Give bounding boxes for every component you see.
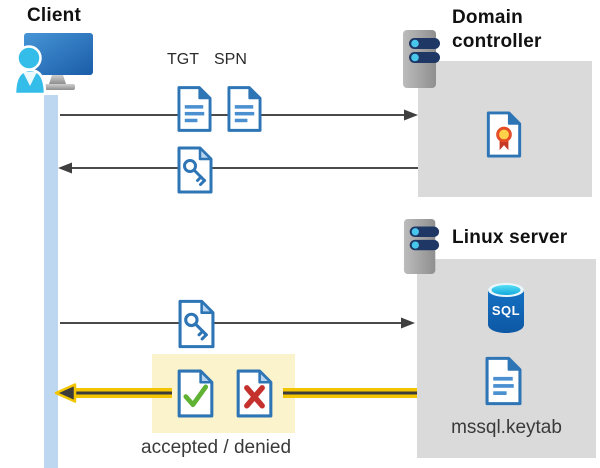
key-document-icon bbox=[177, 146, 213, 194]
domain-controller-label: Domain controller bbox=[452, 7, 542, 53]
certificate-document-icon bbox=[486, 111, 522, 158]
tgt-document-icon bbox=[177, 86, 212, 132]
client-lifeline bbox=[44, 95, 58, 468]
sql-icon-label: SQL bbox=[492, 303, 520, 318]
accepted-denied-label: accepted / denied bbox=[141, 437, 292, 458]
keytab-document-icon bbox=[485, 356, 522, 406]
spn-label: SPN bbox=[214, 51, 247, 68]
sql-database-icon: SQL bbox=[488, 283, 524, 333]
response-arrow bbox=[58, 162, 418, 174]
result-arrow-tail-segment bbox=[283, 388, 417, 398]
client-label: Client bbox=[27, 5, 81, 26]
cross-document-icon bbox=[236, 369, 273, 418]
key-document-icon bbox=[178, 299, 215, 349]
tgt-label: TGT bbox=[167, 51, 199, 68]
check-document-icon bbox=[177, 369, 214, 418]
linux-server-label: Linux server bbox=[452, 227, 568, 248]
domain-controller-server-icon bbox=[403, 30, 440, 88]
keytab-filename-label: mssql.keytab bbox=[451, 417, 562, 438]
result-arrow-head-segment bbox=[54, 383, 172, 403]
client-computer-icon bbox=[15, 33, 93, 96]
service-ticket-arrow bbox=[60, 317, 415, 329]
linux-server-icon bbox=[403, 218, 440, 275]
spn-document-icon bbox=[227, 86, 262, 132]
